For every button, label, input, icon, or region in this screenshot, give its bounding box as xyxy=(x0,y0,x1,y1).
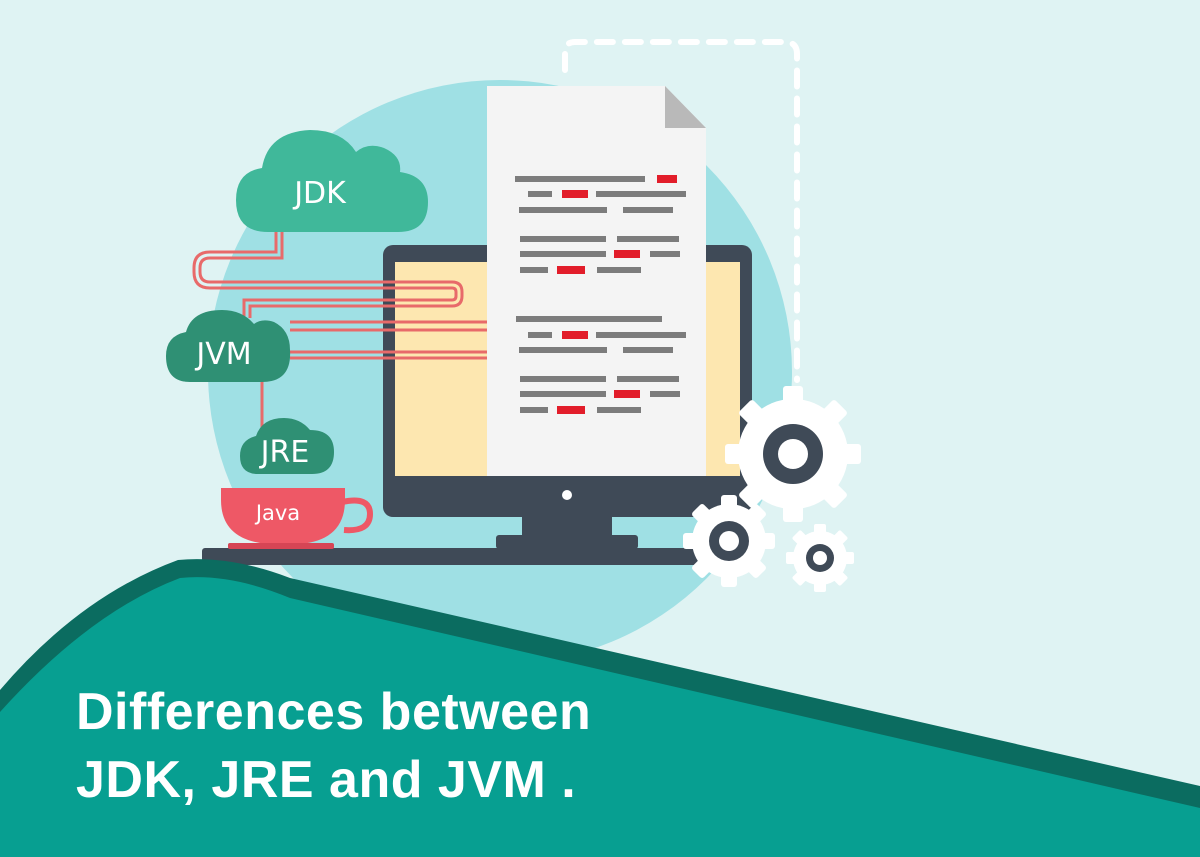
dashed-connector xyxy=(562,39,800,383)
jvm-cloud-label: JVM xyxy=(194,337,251,372)
monitor-stand xyxy=(496,535,638,549)
jdk-cloud: JDK xyxy=(236,130,428,232)
jdk-cloud-shape xyxy=(236,130,428,232)
title-line-2: JDK, JRE and JVM . xyxy=(76,751,577,809)
title-line-1: Differences between xyxy=(76,683,592,741)
jre-cloud: JRE xyxy=(240,418,334,474)
jre-cloud-label: JRE xyxy=(259,435,310,470)
jre-cloud-shape xyxy=(240,418,334,474)
medium-gear-icon xyxy=(683,495,775,587)
cup-handle xyxy=(341,497,374,534)
jvm-cloud: JVM xyxy=(166,310,291,382)
cup-label: Java xyxy=(254,501,300,525)
connector-lines xyxy=(192,232,487,432)
document-fold-icon xyxy=(665,86,706,128)
code-document xyxy=(487,86,706,476)
cup-body xyxy=(221,488,345,544)
monitor-neck xyxy=(522,517,612,536)
power-led-icon xyxy=(562,490,572,500)
small-gear-icon xyxy=(786,524,854,592)
banner xyxy=(0,577,1200,857)
large-gear-icon xyxy=(725,386,861,522)
cup-saucer xyxy=(228,543,334,549)
desk-shelf xyxy=(202,548,707,565)
page-title: Differences between JDK, JRE and JVM . xyxy=(76,678,591,814)
jvm-cloud-shape xyxy=(166,310,291,382)
java-cup: Java xyxy=(221,488,374,549)
jdk-cloud-label: JDK xyxy=(292,176,347,211)
document-page xyxy=(487,86,706,476)
